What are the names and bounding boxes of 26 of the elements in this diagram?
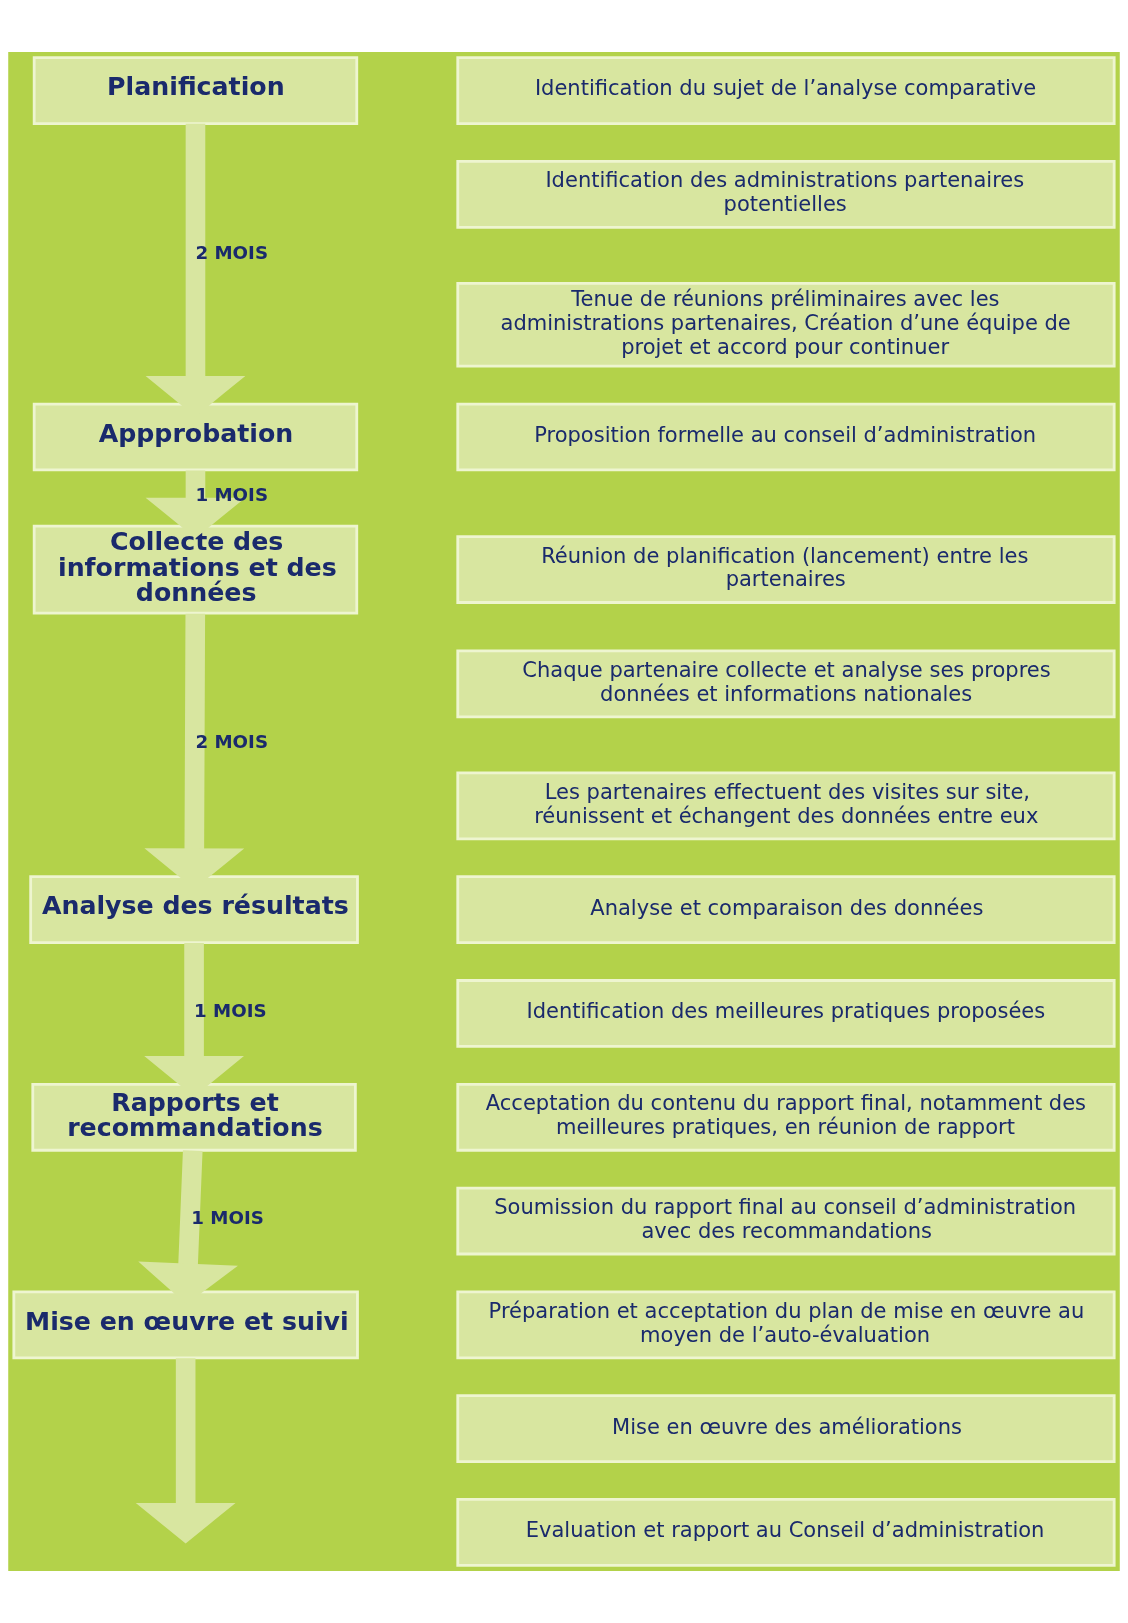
node-box: Evaluation et rapport au Conseil d’administration [456,1498,1116,1567]
arrow [135,1358,236,1544]
node-box: Planification [32,56,359,125]
node-box: Proposition formelle au conseil d’administration [456,402,1116,472]
node-box: Soumission du rapport final au conseil d’administration avec des recommandations [456,1186,1116,1256]
node-box: Réunion de planification (lancement) entre les partenaires [456,535,1116,604]
edge-label: 1 MOIS [195,484,269,506]
edge-label: 2 MOIS [195,731,269,753]
node-box: Rapports et recommandations [31,1082,357,1152]
node-box: Identification des administrations partenaires potentielles [456,160,1116,229]
node-box: Appprobation [32,402,359,472]
edge-label: 1 MOIS [194,999,267,1021]
edge-label: 1 MOIS [191,1207,264,1229]
node-box: Identification des meilleures pratiques proposées [456,979,1116,1048]
node-box: Chaque partenaire collecte et analyse ses propres données et informations nationales [456,649,1116,719]
node-box: Mise en œuvre et suivi [12,1290,359,1360]
node-box: Acceptation du contenu du rapport final, notamment des meilleures pratiques, en réunion de rapport [456,1082,1116,1152]
node-box: Identification du sujet de l’analyse comparative [456,56,1116,125]
node-box: Préparation et acceptation du plan de mise en œuvre au moyen de l’auto-évaluation [456,1290,1116,1360]
node-box: Les partenaires effectuent des visites sur site, réunissent et échangent des données entre eux [456,771,1116,841]
node-box: Collecte des informations et des données [32,524,359,615]
node-box: Tenue de réunions préliminaires avec les administrations partenaires, Création d’une équipe de projet et accord pour continuer [456,282,1116,368]
node-box: Analyse et comparaison des données [456,875,1116,945]
node-box: Analyse des résultats [29,875,359,945]
node-box: Mise en œuvre des améliorations [456,1394,1116,1463]
edge-label: 2 MOIS [195,241,269,263]
